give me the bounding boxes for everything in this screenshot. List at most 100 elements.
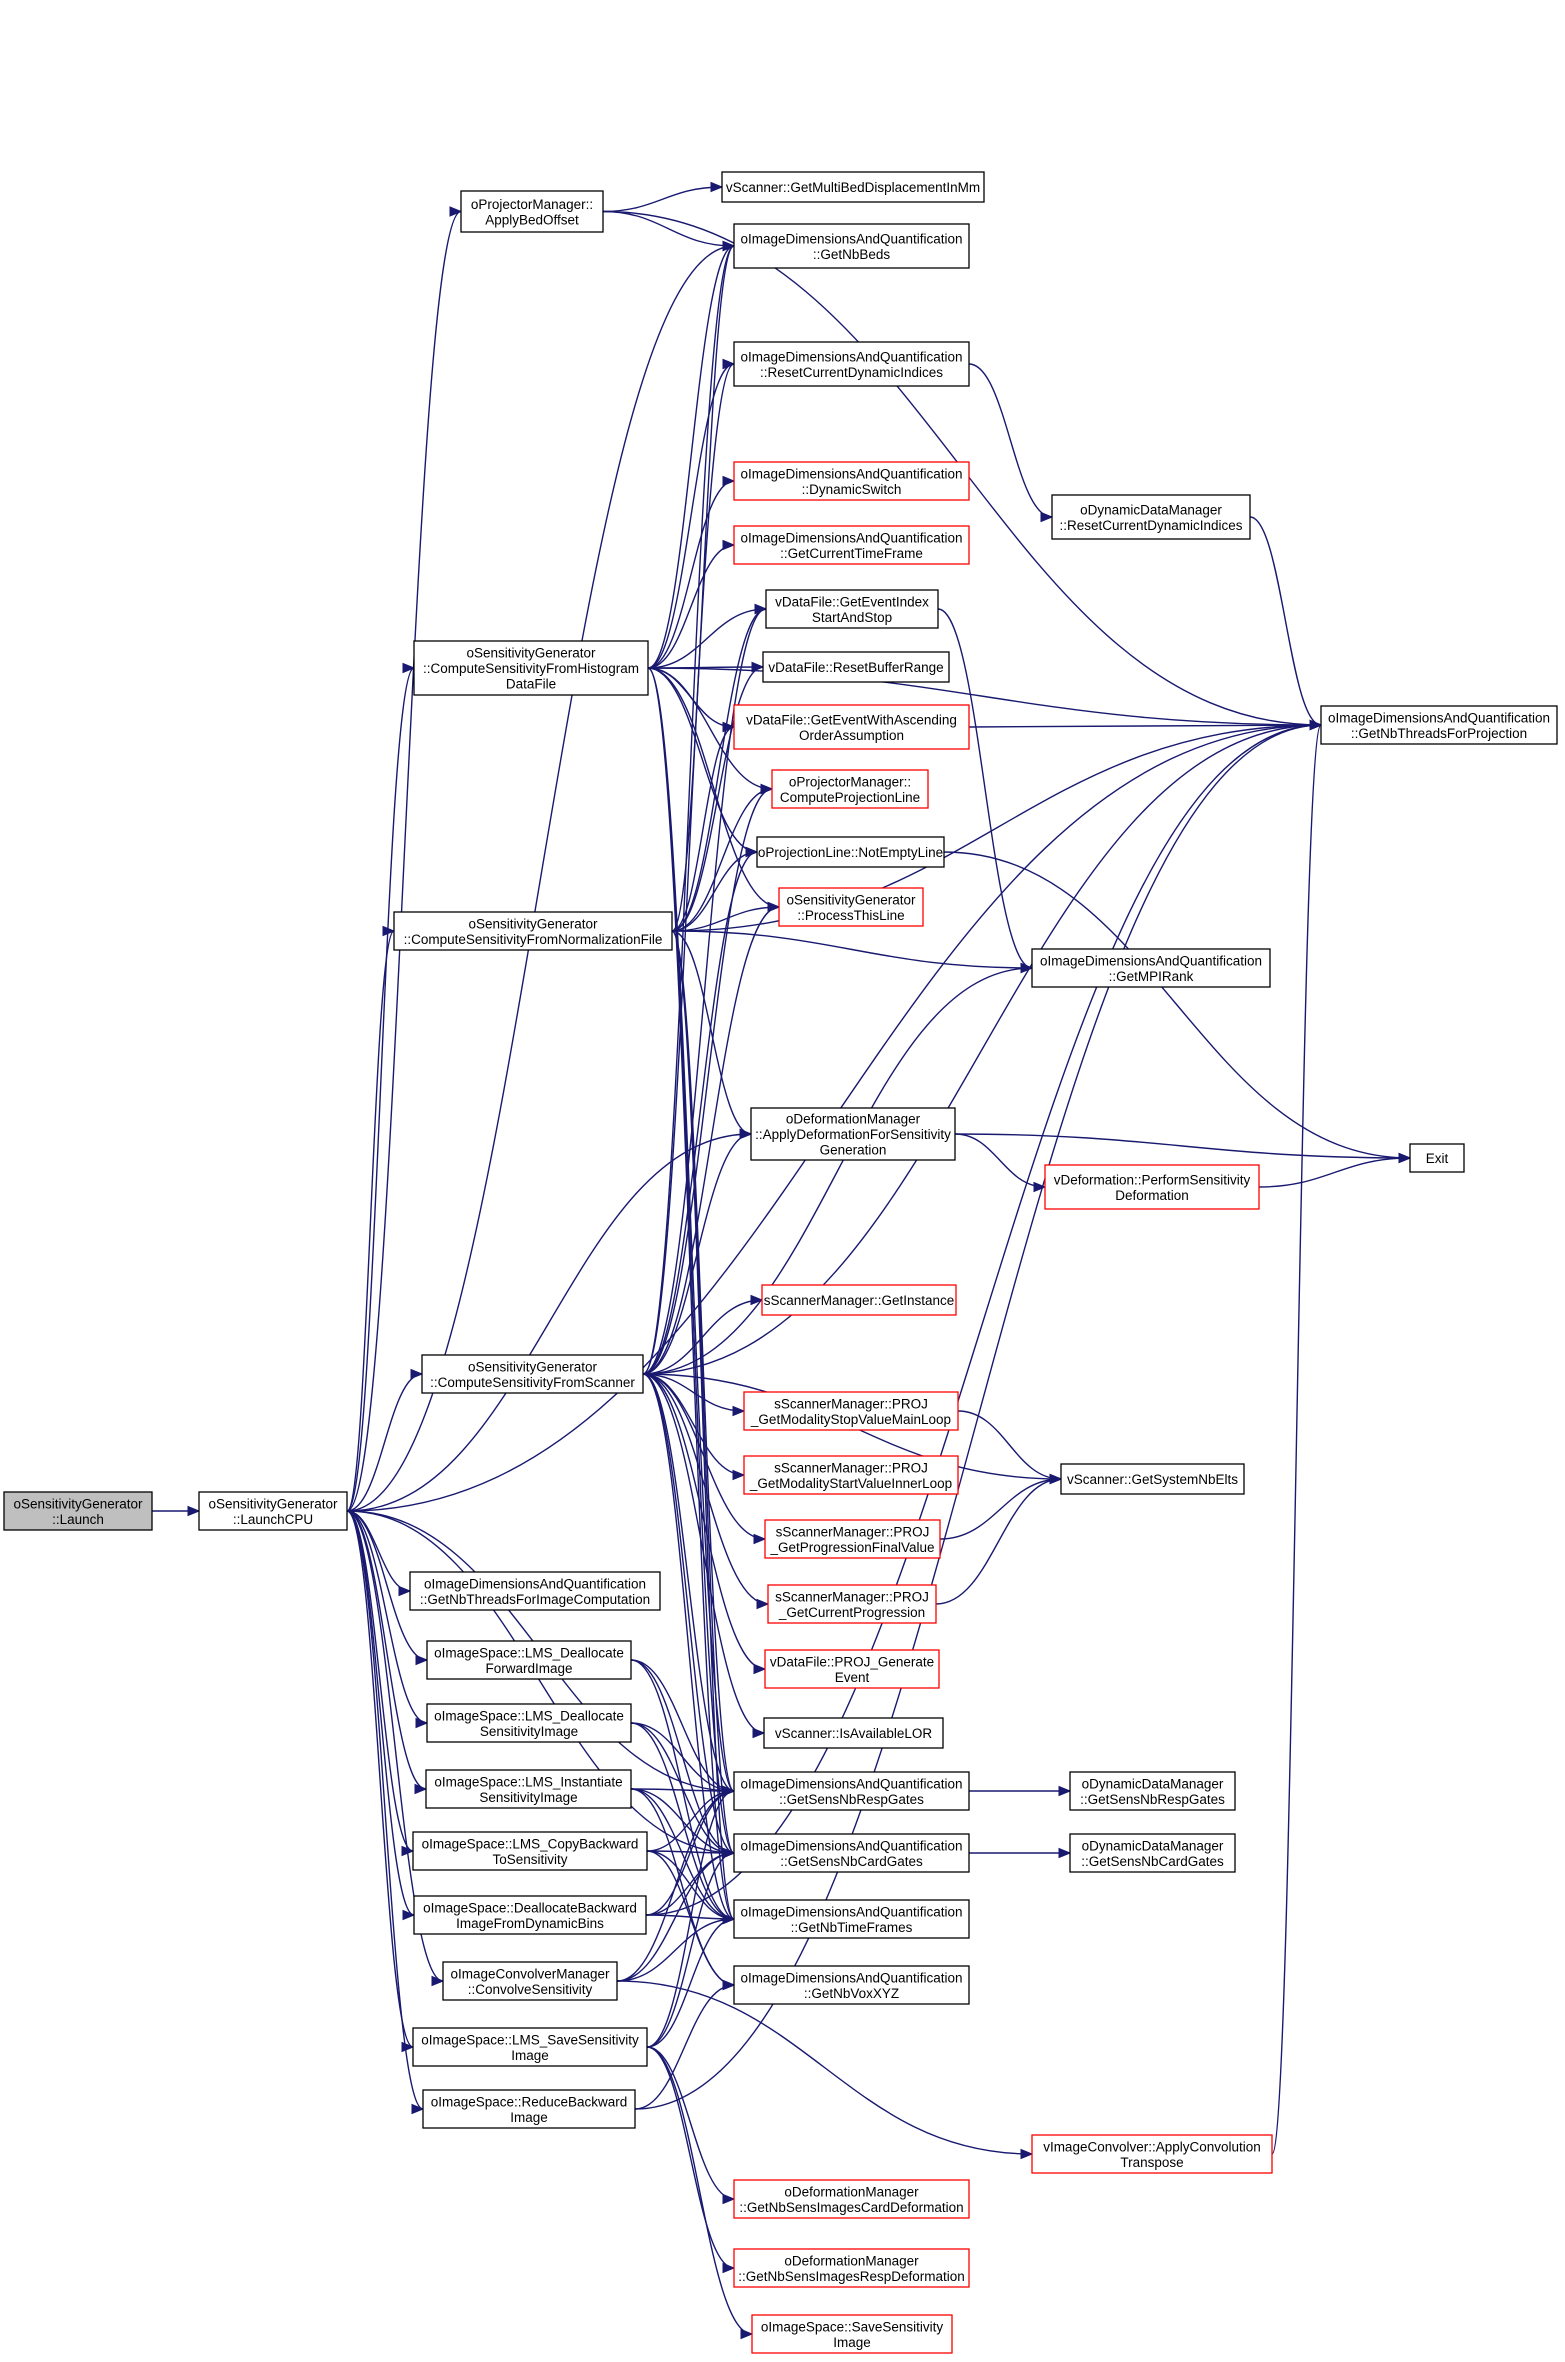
node-norm[interactable]: oSensitivityGenerator::ComputeSensitivit… <box>393 911 673 951</box>
node-nbsenscard[interactable]: oDeformationManager::GetNbSensImagesCard… <box>733 2179 970 2219</box>
edge-applydef-to-perfdef <box>954 1133 1047 1193</box>
node-label-line: oImageDimensionsAndQuantification <box>740 1904 962 1919</box>
node-label-line: oSensitivityGenerator <box>468 1359 598 1374</box>
node-box <box>733 341 970 387</box>
edge-scanner-to-getinst <box>642 1294 764 1375</box>
node-resetbuf[interactable]: vDataFile::ResetBufferRange <box>762 651 950 683</box>
edge-hist-to-dynswitch <box>647 475 736 669</box>
node-applydef[interactable]: oDeformationManager::ApplyDeformationFor… <box>750 1107 956 1161</box>
node-lmscopy[interactable]: oImageSpace::LMS_CopyBackwardToSensitivi… <box>412 1831 648 1871</box>
node-label-line: oProjectionLine::NotEmptyLine <box>758 845 943 860</box>
node-label-line: oImageSpace::LMS_Instantiate <box>434 1774 622 1789</box>
node-applyconv[interactable]: vImageConvolver::ApplyConvolutionTranspo… <box>1031 2134 1273 2174</box>
node-dealbwd[interactable]: oImageSpace::DeallocateBackwardImageFrom… <box>413 1895 647 1935</box>
edge-notempty-to-exit <box>943 851 1412 1164</box>
node-dynreset[interactable]: oDynamicDataManager::ResetCurrentDynamic… <box>1051 494 1251 540</box>
node-label-line: OrderAssumption <box>799 728 904 743</box>
node-launch[interactable]: oSensitivityGenerator::Launch <box>3 1491 153 1531</box>
node-mpirank[interactable]: oImageDimensionsAndQuantification::GetMP… <box>1031 948 1271 988</box>
node-label-line: ::GetNbTimeFrames <box>791 1920 913 1935</box>
node-box <box>1031 2134 1273 2174</box>
node-dyncard[interactable]: oDynamicDataManager::GetSensNbCardGates <box>1069 1833 1236 1873</box>
edge-norm-to-timeframes <box>671 930 736 1925</box>
node-timeframes[interactable]: oImageDimensionsAndQuantification::GetNb… <box>733 1899 970 1939</box>
node-box <box>413 1895 647 1935</box>
edge-respgates-to-dynresp <box>968 1785 1072 1797</box>
node-convolve[interactable]: oImageConvolverManager::ConvolveSensitiv… <box>442 1961 618 2001</box>
node-label-line: Image <box>833 2335 871 2350</box>
node-label-line: ::ConvolveSensitivity <box>468 1982 593 1997</box>
node-nbsensresp[interactable]: oDeformationManager::GetNbSensImagesResp… <box>733 2248 970 2288</box>
edge-norm-to-evtidx <box>671 603 768 932</box>
node-label-line: ApplyBedOffset <box>485 212 579 227</box>
edge-scanner-to-applydef <box>642 1128 753 1375</box>
node-projstart[interactable]: sScannerManager::PROJ_GetModalityStartVa… <box>743 1455 959 1495</box>
node-getinst[interactable]: sScannerManager::GetInstance <box>761 1284 957 1316</box>
edge-scanner-to-cardgates <box>642 1373 736 1859</box>
node-nbbeds[interactable]: oImageDimensionsAndQuantification::GetNb… <box>733 223 970 269</box>
node-process[interactable]: oSensitivityGenerator::ProcessThisLine <box>778 887 924 927</box>
node-box <box>756 836 945 868</box>
edge-scanner-to-resetdyn <box>642 358 736 1375</box>
node-projfinal[interactable]: sScannerManager::PROJ_GetProgressionFina… <box>764 1519 941 1559</box>
node-label-line: SensitivityImage <box>479 1790 577 1805</box>
node-resetdyn[interactable]: oImageDimensionsAndQuantification::Reset… <box>733 341 970 387</box>
edge-hist-to-curtf <box>647 539 736 669</box>
node-dynresp[interactable]: oDynamicDataManager::GetSensNbRespGates <box>1069 1771 1236 1811</box>
edge-launchcpu-to-hist <box>346 662 416 1512</box>
node-label-line: ::GetCurrentTimeFrame <box>780 546 923 561</box>
node-sysnbelts[interactable]: vScanner::GetSystemNbElts <box>1060 1463 1245 1495</box>
edge-scanner-to-notempty <box>642 846 759 1375</box>
node-label-line: StartAndStop <box>812 610 892 625</box>
node-box <box>460 190 604 233</box>
node-hist[interactable]: oSensitivityGenerator::ComputeSensitivit… <box>413 640 649 696</box>
node-dynswitch[interactable]: oImageDimensionsAndQuantification::Dynam… <box>733 461 970 501</box>
node-launchcpu[interactable]: oSensitivityGenerator::LaunchCPU <box>198 1491 348 1531</box>
edge-launchcpu-to-dealbwd <box>346 1510 416 1921</box>
node-label-line: ::ComputeSensitivityFromNormalizationFil… <box>404 932 663 947</box>
node-label-line: oDynamicDataManager <box>1082 1838 1224 1853</box>
node-availlor[interactable]: vScanner::IsAvailableLOR <box>763 1717 944 1749</box>
node-label-line: sScannerManager::PROJ <box>774 1460 928 1475</box>
node-respgates[interactable]: oImageDimensionsAndQuantification::GetSe… <box>733 1771 970 1811</box>
node-label-line: oImageSpace::LMS_CopyBackward <box>422 1836 639 1851</box>
node-label-line: ::ApplyDeformationForSensitivity <box>755 1127 951 1142</box>
node-projcur[interactable]: sScannerManager::PROJ_GetCurrentProgress… <box>767 1584 937 1624</box>
node-applybed[interactable]: oProjectorManager::ApplyBedOffset <box>460 190 604 233</box>
node-label-line: vScanner::GetMultiBedDisplacementInMm <box>726 180 980 195</box>
edge-scanner-to-nbthreadsproj <box>642 719 1323 1375</box>
node-curtf[interactable]: oImageDimensionsAndQuantification::GetCu… <box>733 525 970 565</box>
node-projline[interactable]: oProjectorManager::ComputeProjectionLine <box>771 769 929 809</box>
node-lmsdealsens[interactable]: oImageSpace::LMS_DeallocateSensitivityIm… <box>426 1703 632 1743</box>
node-exit[interactable]: Exit <box>1409 1143 1465 1173</box>
node-projstop[interactable]: sScannerManager::PROJ_GetModalityStopVal… <box>743 1391 959 1431</box>
node-nbthreadsimg[interactable]: oImageDimensionsAndQuantification::GetNb… <box>409 1571 661 1611</box>
node-label-line: oSensitivityGenerator <box>466 646 596 661</box>
node-label-line: oImageDimensionsAndQuantification <box>740 466 962 481</box>
node-box <box>1320 705 1558 745</box>
edge-scanner-to-projgen <box>642 1373 767 1675</box>
edge-reduce-to-voxxyz <box>634 1979 736 2110</box>
node-box <box>426 1640 632 1680</box>
node-voxxyz[interactable]: oImageDimensionsAndQuantification::GetNb… <box>733 1965 970 2005</box>
node-label-line: oImageSpace::LMS_SaveSensitivity <box>421 2032 639 2047</box>
node-evtasc[interactable]: vDataFile::GetEventWithAscendingOrderAss… <box>733 704 970 750</box>
node-lmsinst[interactable]: oImageSpace::LMS_InstantiateSensitivityI… <box>425 1769 632 1809</box>
node-notempty[interactable]: oProjectionLine::NotEmptyLine <box>756 836 945 868</box>
node-perfdef[interactable]: vDeformation::PerformSensitivityDeformat… <box>1044 1164 1260 1210</box>
node-multibed[interactable]: vScanner::GetMultiBedDisplacementInMm <box>721 171 985 203</box>
node-box <box>1051 494 1251 540</box>
node-label-line: ToSensitivity <box>492 1852 567 1867</box>
node-label-line: oImageSpace::LMS_Deallocate <box>434 1708 624 1723</box>
node-box <box>733 223 970 269</box>
node-nbthreadsproj[interactable]: oImageDimensionsAndQuantification::GetNb… <box>1320 705 1558 745</box>
node-scanner[interactable]: oSensitivityGenerator::ComputeSensitivit… <box>421 1354 644 1394</box>
node-cardgates[interactable]: oImageDimensionsAndQuantification::GetSe… <box>733 1833 970 1873</box>
